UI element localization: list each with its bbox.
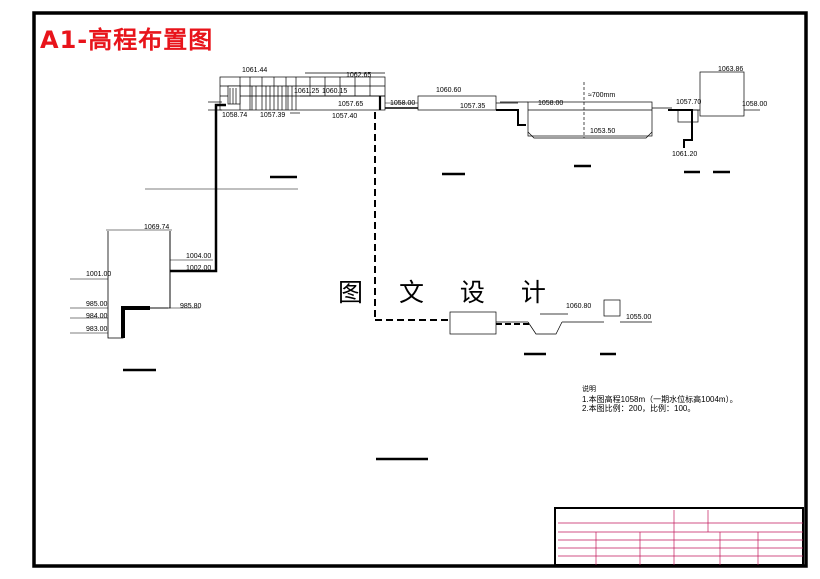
watermark: 图 文 设 计	[338, 278, 560, 307]
elev-label: 1058.74	[222, 112, 248, 119]
elev-label: 1058.00	[742, 101, 768, 108]
drawing-border	[32, 11, 808, 568]
drawing-title: A1-高程布置图	[40, 26, 214, 54]
elev-label: 1057.40	[332, 113, 358, 120]
elev-label: 1061.25	[294, 88, 320, 95]
elev-label: 1002.00	[186, 265, 212, 272]
pipe-to-clearwell	[668, 109, 693, 148]
notes-line-1: 1.本图高程1058m（一期水位标高1004m）。	[582, 395, 738, 404]
elev-label: 983.00	[86, 326, 108, 333]
elev-label: 984.00	[86, 313, 108, 320]
elev-label: ≈700mm	[588, 92, 616, 99]
elev-label: 1001.00	[86, 271, 112, 278]
pipe-middle-to-sed	[496, 109, 526, 126]
middle-tank	[417, 95, 518, 111]
elev-label: 1053.50	[590, 128, 616, 135]
elev-label: 1061.20	[672, 151, 698, 158]
clear-water-tank	[676, 71, 760, 123]
elev-label: 1069.74	[144, 224, 170, 231]
elev-label: 1061.44	[242, 67, 268, 74]
notes-header: 说明	[582, 386, 596, 393]
primary-tank	[70, 229, 213, 339]
elev-label: 985.00	[86, 301, 108, 308]
elev-label: 1057.35	[460, 103, 486, 110]
notes-line-2: 2.本图比例：200，比例：100。	[582, 404, 696, 413]
elev-label: 1058.00	[538, 100, 564, 107]
elev-label: 1057.39	[260, 112, 286, 119]
elev-label: 1060.80	[566, 303, 592, 310]
title-block-grid	[558, 510, 803, 565]
elev-label: 1004.00	[186, 253, 212, 260]
sedimentation-tank	[500, 82, 672, 139]
title-block	[554, 507, 804, 566]
elev-label: 1063.86	[718, 66, 744, 73]
elev-label: 1058.00	[390, 100, 416, 107]
elev-label: 1060.15	[322, 88, 348, 95]
elev-label: 1055.00	[626, 314, 652, 321]
elev-label: 1057.70	[676, 99, 702, 106]
rising-pipe	[170, 103, 226, 273]
elev-label: 1062.65	[346, 72, 372, 79]
elev-label: 985.80	[180, 303, 202, 310]
treatment-structure	[208, 72, 386, 114]
elev-label: 1057.65	[338, 101, 364, 108]
elev-label: 1060.60	[436, 87, 462, 94]
